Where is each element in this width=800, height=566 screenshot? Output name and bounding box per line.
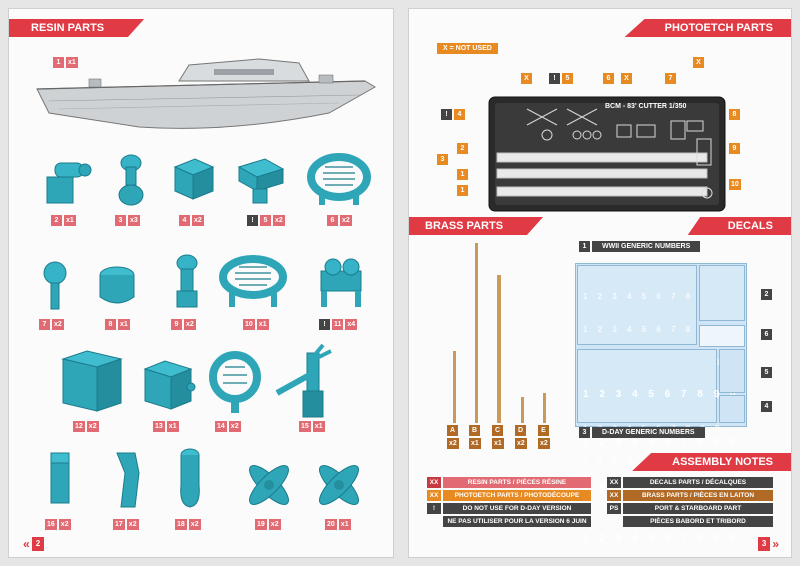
part-2-winch [46,162,92,204]
decal-sheet-5 [719,349,745,393]
part-19-propeller [249,465,289,505]
part-10-liferaft [219,255,287,307]
part-5-hatch [237,158,285,204]
part-8-drum [99,266,135,304]
part-9-vent [176,254,198,308]
photoetch-callout-8: 8 [729,109,740,120]
page-nav-next[interactable]: 3 » [757,537,779,551]
x-marker: X [621,73,632,84]
photoetch-callout-4: !4 [441,109,465,120]
assembly-notes-banner: ASSEMBLY NOTES [632,453,791,471]
part-11-davit [320,258,362,307]
decal-sheet-6 [699,325,745,347]
photoetch-callout-6: 6 [603,73,614,84]
decal-sheet-3 [577,349,717,423]
not-used-tag: X = NOT USED [437,43,498,54]
part-4-box [173,158,215,200]
decal-sheet-1 [577,265,697,345]
decals-banner: DECALS [687,217,791,235]
part-13-box [143,360,196,410]
part-7-light [43,261,67,310]
decal-callout-6: 6 [761,329,772,340]
fret-label: BCM - 83' CUTTER 1/350 [605,103,687,110]
part-16-post [50,452,70,504]
photoetch-callout-10: 10 [729,179,741,190]
decal-callout-4: 4 [761,401,772,412]
x-marker: X [693,57,704,68]
brass-rods [453,243,546,423]
part-15-gun [275,343,332,418]
photoetch-banner: PHOTOETCH PARTS [624,19,791,37]
decal-sheet-3-label: 3 D-DAY GENERIC NUMBERS [579,427,705,438]
photoetch-callout-1: 1 [457,169,468,180]
part-3-vent [118,154,144,206]
part-14-float [209,351,261,413]
part-6-float [307,153,371,205]
decal-callout-2: 2 [761,289,772,300]
decal-callout-5: 5 [761,367,772,378]
right-page: PHOTOETCH PARTS X = NOT USED BCM - 83' C… [408,8,792,558]
part-17-vent [116,452,140,508]
photoetch-callout-1: 1 [457,185,468,196]
hull-label: 1 x1 [53,57,78,68]
part-20-propeller [319,465,359,505]
photoetch-callout-5: !5 [549,73,573,84]
photoetch-callout-2: 2 [457,143,468,154]
resin-parts-banner: RESIN PARTS [9,19,145,37]
photoetch-fret [488,96,726,212]
part-18-funnel [180,448,200,508]
decal-sheet-1-label: 1 WWII GENERIC NUMBERS [579,241,701,252]
chevron-double-right-icon: » [772,537,779,551]
brass-parts-banner: BRASS PARTS [409,217,544,235]
part-12-locker [61,350,123,412]
photoetch-callout-3: 3 [437,154,448,165]
decal-sheet-4 [719,395,745,423]
x-marker: X [521,73,532,84]
page-nav-prev[interactable]: « 2 [23,537,45,551]
hull-part [36,58,376,129]
photoetch-callout-7: 7 [665,73,676,84]
decal-sheet-2 [699,265,745,321]
chevron-double-left-icon: « [23,537,30,551]
photoetch-callout-9: 9 [729,143,740,154]
